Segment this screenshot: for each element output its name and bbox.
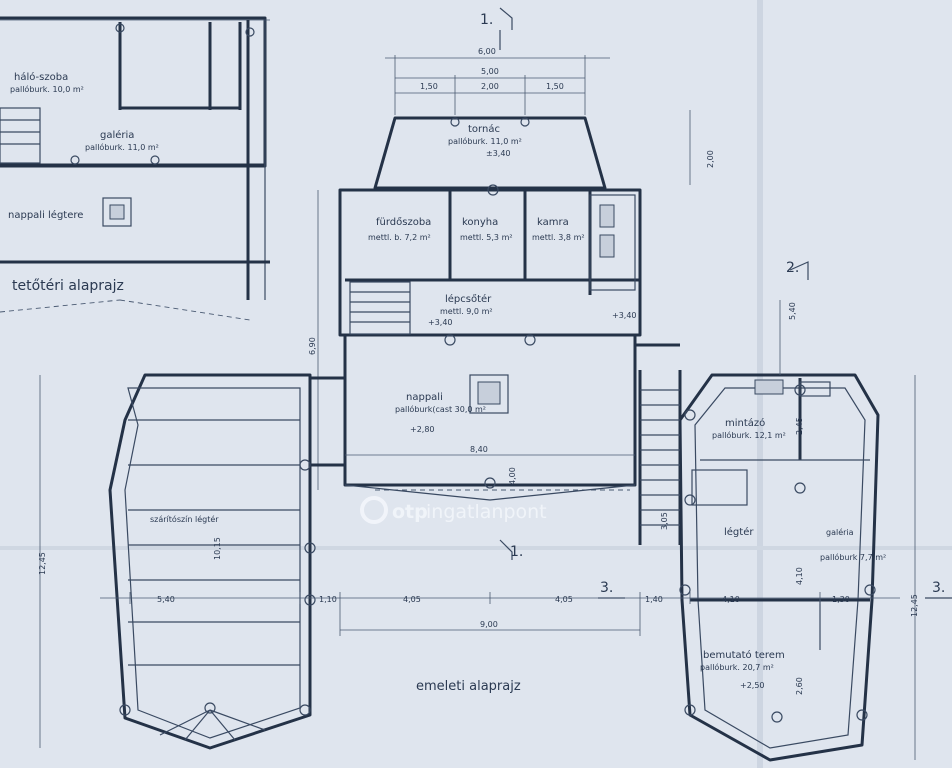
dim-label: 2,45 xyxy=(795,417,804,435)
room-label: galéria xyxy=(100,129,134,141)
level-label: +3,40 xyxy=(428,318,453,327)
dim-label: 4,05 xyxy=(403,595,421,604)
room-label: mintázó xyxy=(725,417,765,429)
dim-label: 1,30 xyxy=(832,595,850,604)
room-label: háló-szoba xyxy=(14,71,68,83)
room-finish: mettl. 9,0 m² xyxy=(440,307,493,316)
room-finish: pallóburk. 12,1 m² xyxy=(712,430,786,440)
dim-label: 1,50 xyxy=(420,82,438,91)
plan-title: emeleti alaprajz xyxy=(416,679,521,694)
room-label: nappali xyxy=(406,392,443,403)
section-3-left: 3. xyxy=(600,580,613,596)
dim-label: 12,45 xyxy=(910,594,919,617)
room-finish: pallóburk. 20,7 m² xyxy=(700,662,774,672)
dim-label: 1,10 xyxy=(319,595,337,604)
room-finish: pallóburk. 11,0 m² xyxy=(448,136,522,146)
attic-plan: háló-szoba pallóburk. 10,0 m² galéria pa… xyxy=(0,16,270,321)
room-label: galéria xyxy=(826,527,854,537)
room-finish: mettl. b. 7,2 m² xyxy=(368,233,431,242)
room-finish: mettl. 3,8 m² xyxy=(532,233,585,242)
dim-label: 1,50 xyxy=(546,82,564,91)
room-label: fürdőszoba xyxy=(376,216,431,228)
dim-label: 4,10 xyxy=(722,595,740,604)
dim-label: 2,00 xyxy=(481,82,499,91)
section-marks: 1. 1. 2. 3. 3. xyxy=(480,7,952,599)
room-label: konyha xyxy=(462,217,498,228)
dim-label: 8,40 xyxy=(470,445,488,454)
level-label: +3,40 xyxy=(612,311,637,320)
level-label: +2,50 xyxy=(740,681,765,690)
dim-label: 5,40 xyxy=(788,302,797,320)
bottom-dimensions: 5,40 1,10 4,05 4,05 1,40 4,10 1,30 9,00 xyxy=(100,592,900,636)
room-finish: pallóburk 7,7 m² xyxy=(820,552,886,562)
room-label: kamra xyxy=(537,217,569,228)
section-3-right: 3. xyxy=(932,580,945,596)
room-label: tornác xyxy=(468,123,500,135)
watermark-brand: otp xyxy=(392,501,428,523)
otp-logo-icon xyxy=(360,496,388,524)
dim-label: 5,40 xyxy=(157,595,175,604)
room-finish: mettl. 5,3 m² xyxy=(460,233,513,242)
top-dimensions: 6,00 5,00 1,50 2,00 1,50 2,00 xyxy=(385,47,715,185)
dim-label: 10,15 xyxy=(213,537,222,560)
watermark: otp ingatlanpont xyxy=(360,496,547,524)
room-finish: pallóburk. 10,0 m² xyxy=(10,84,84,94)
level-label: ±3,40 xyxy=(486,149,511,158)
dim-label: 5,00 xyxy=(481,67,499,76)
room-finish: pallóburk(cast 30,0 m² xyxy=(395,404,486,414)
room-finish: pallóburk. 11,0 m² xyxy=(85,142,159,152)
dim-label: 3,05 xyxy=(660,512,669,530)
dim-label: 6,90 xyxy=(308,337,317,355)
dim-label: 9,00 xyxy=(480,620,498,629)
dim-label: 4,05 xyxy=(555,595,573,604)
right-wing: mintázó pallóburk. 12,1 m² légtér galéri… xyxy=(635,300,919,762)
dim-label: 4,10 xyxy=(795,567,804,585)
room-label: lépcsőtér xyxy=(445,293,492,305)
dim-label: 2,60 xyxy=(795,677,804,695)
section-2: 2. xyxy=(786,260,799,276)
dim-label: 6,00 xyxy=(478,47,496,56)
section-1-bottom: 1. xyxy=(510,544,523,560)
dim-label: 12,45 xyxy=(38,552,47,575)
section-1-top: 1. xyxy=(480,12,493,28)
central-block: fürdőszoba mettl. b. 7,2 m² konyha mettl… xyxy=(308,184,642,501)
dim-label: 2,00 xyxy=(706,150,715,168)
porch: tornác pallóburk. 11,0 m² ±3,40 xyxy=(373,116,607,190)
left-wing: szárítószín légtér 10,15 12,45 xyxy=(38,373,345,750)
dim-label: 1,40 xyxy=(645,595,663,604)
room-label: bemutató terem xyxy=(703,649,785,661)
plan-title: tetőtéri alaprajz xyxy=(12,278,124,294)
level-label: +2,80 xyxy=(410,425,435,434)
room-label: szárítószín légtér xyxy=(150,514,219,524)
watermark-text: ingatlanpont xyxy=(426,501,547,523)
room-label: nappali légtere xyxy=(8,209,83,221)
room-label: légtér xyxy=(724,526,754,538)
dim-label: 4,00 xyxy=(508,467,517,485)
